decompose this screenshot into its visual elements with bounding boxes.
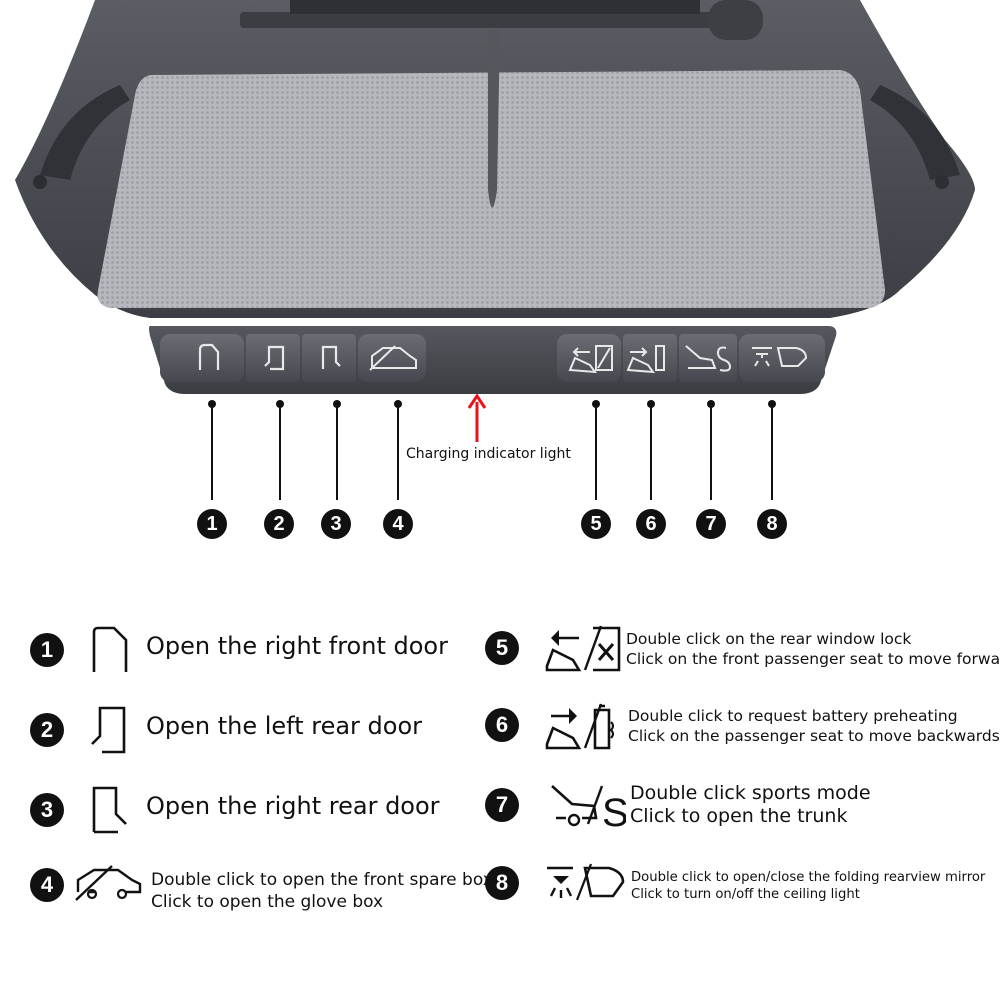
charging-indicator-label: Charging indicator light [406,446,571,462]
trunk-sport-mode-icon [685,345,732,372]
legend-line-7a: Double click sports mode [630,782,871,804]
legend-number-3: 3 [30,793,64,827]
right-front-door-icon [92,626,128,672]
button-7[interactable] [679,334,737,382]
legend-number-7: 7 [485,788,519,822]
right-front-door-icon [198,343,220,370]
seat-forward-window-lock-icon [568,345,613,374]
legend-number-5: 5 [485,631,519,665]
callout-1: 1 [197,509,227,539]
callout-lines [211,404,773,500]
legend-line-4a: Double click to open the front spare box [151,870,493,890]
legend-text-5: Double click on the rear window lock Cli… [626,630,1001,670]
button-6[interactable] [623,334,677,382]
legend-text-2: Open the left rear door [146,712,423,740]
trunk-sport-mode-icon: S [551,785,626,832]
front-trunk-glovebox-icon [369,345,417,371]
button-8[interactable] [739,334,825,382]
charging-arrow [467,393,487,442]
mirror-ceiling-light-icon [752,347,808,367]
legend-line-5a: Double click on the rear window lock [626,630,912,648]
callout-7: 7 [696,509,726,539]
legend-number-2: 2 [30,713,64,747]
callout-8: 8 [757,509,787,539]
legend-line-5b: Click on the front passenger seat to mov… [626,649,1001,668]
callout-4: 4 [383,509,413,539]
legend-text-8: Double click to open/close the folding r… [631,870,985,904]
callout-6: 6 [636,509,666,539]
legend-number-8: 8 [485,866,519,900]
divider-bar [240,0,763,208]
front-trunk-glovebox-icon [75,865,142,901]
legend-number-1: 1 [30,633,64,667]
right-button-group [557,334,825,382]
left-button-group [160,334,426,382]
callout-2: 2 [264,509,294,539]
right-rear-door-icon [321,345,341,369]
left-rear-door-icon [91,706,126,754]
left-rear-door-icon [264,345,285,371]
button-1[interactable] [160,334,244,382]
callout-5: 5 [581,509,611,539]
legend-text-3: Open the right rear door [146,792,440,820]
button-4[interactable] [358,334,426,382]
legend-text-7: Double click sports mode Click to open t… [630,782,871,828]
svg-text:S: S [602,791,626,832]
mirror-ceiling-light-icon [547,863,625,901]
legend-line-6a: Double click to request battery preheati… [628,707,958,725]
console-tray-illustration [15,0,975,500]
legend-number-6: 6 [485,708,519,742]
legend-line-8a: Double click to open/close the folding r… [631,870,986,885]
legend-line-4b: Click to open the glove box [151,891,384,912]
button-3[interactable] [302,334,356,382]
legend-line-8b: Click to turn on/off the ceiling light [631,886,860,902]
right-rear-door-icon [92,786,127,834]
legend-text-4: Double click to open the front spare box… [151,870,493,914]
callout-3: 3 [321,509,351,539]
callout-dots [208,400,776,408]
legend-line-6b: Click on the passenger seat to move back… [628,726,1000,745]
legend-text-1: Open the right front door [146,632,448,660]
seat-backward-battery-icon [545,703,614,750]
legend-number-4: 4 [30,868,64,902]
button-2[interactable] [246,334,300,382]
seat-forward-window-lock-icon [545,625,621,672]
seat-backward-battery-icon [626,345,665,374]
legend-line-7b: Click to open the trunk [630,805,848,828]
legend-text-6: Double click to request battery preheati… [628,707,1000,747]
